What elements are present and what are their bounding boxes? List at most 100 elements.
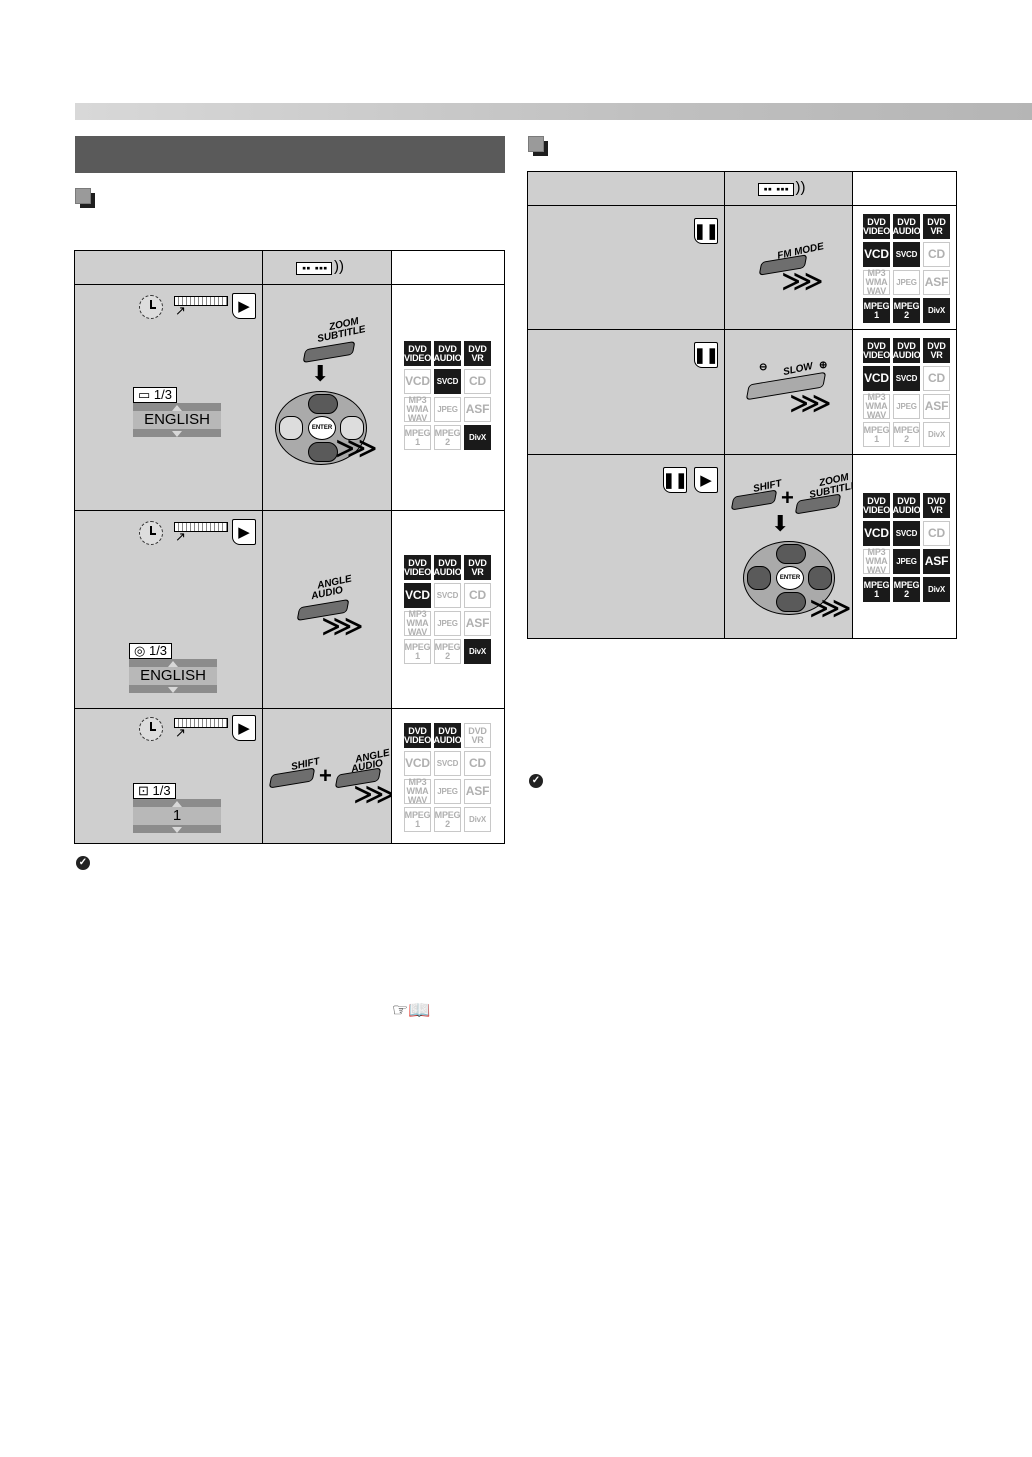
- badge-text: VR: [930, 504, 943, 515]
- enter-button[interactable]: ENTER: [308, 416, 336, 440]
- shift-button[interactable]: [730, 489, 778, 511]
- badge-text: MP3: [867, 268, 886, 278]
- disc-badge-asf: ASF: [464, 397, 491, 422]
- badge-text: ASF: [924, 399, 949, 413]
- up-key[interactable]: [776, 544, 806, 564]
- badge-text: JPEG: [896, 401, 917, 411]
- square-marker-icon: [75, 188, 97, 210]
- badge-text: VCD: [405, 588, 430, 602]
- badge-text: MP3: [867, 392, 886, 402]
- table-row-subtitle: ↗ ▶ ▭ 1/3 ENGLISH: [74, 284, 263, 511]
- shift-button[interactable]: [268, 767, 316, 789]
- osd-selector: 1: [133, 799, 221, 833]
- badge-text: DVD: [438, 343, 457, 354]
- badge-text: SVCD: [436, 590, 459, 600]
- left-key[interactable]: [279, 416, 303, 440]
- clock-icon: [139, 717, 163, 741]
- down-key[interactable]: [776, 592, 806, 612]
- down-arrow-icon: [172, 827, 182, 833]
- osd-value: ENGLISH: [129, 667, 217, 685]
- badge-text: MPEG: [863, 424, 890, 435]
- badge-text: VR: [471, 734, 484, 745]
- progress-bar-icon: [174, 522, 228, 532]
- badge-text: JPEG: [437, 786, 458, 796]
- badge-text: CD: [928, 526, 945, 540]
- press-hand-icon: ⋙: [781, 265, 824, 298]
- header-cell-discs: [391, 250, 505, 285]
- disc-badge-vcd: VCD: [863, 242, 890, 267]
- header-cell-discs: [852, 171, 957, 206]
- up-arrow-icon: [172, 801, 182, 807]
- badge-text: AUDIO: [433, 566, 462, 577]
- badge-text: AUDIO: [433, 734, 462, 745]
- disc-badge-jpeg: JPEG: [434, 611, 461, 636]
- subtitle-button[interactable]: [794, 493, 842, 515]
- badge-text: AUDIO: [892, 225, 921, 236]
- disc-badge-vcd: VCD: [863, 366, 890, 391]
- disc-badge-vcd: VCD: [404, 369, 431, 394]
- badge-text: 1: [415, 650, 420, 661]
- disc-badge-svcd: SVCD: [434, 583, 461, 608]
- down-arrow-icon: ⬇: [311, 361, 330, 386]
- header-cell-operation: [74, 250, 263, 285]
- badge-text: MPEG: [404, 809, 431, 820]
- badge-text: MP3: [408, 777, 427, 787]
- badge-text: WMA: [865, 277, 888, 287]
- down-key[interactable]: [308, 442, 338, 462]
- right-key[interactable]: [808, 566, 832, 590]
- badge-text: 1: [415, 818, 420, 829]
- badge-text: MPEG: [863, 579, 890, 590]
- pause-icon: ❚❚: [693, 342, 719, 368]
- up-key[interactable]: [308, 394, 338, 414]
- badge-text: DVD: [927, 495, 946, 506]
- right-key[interactable]: [340, 416, 364, 440]
- cursor-pad[interactable]: ENTER: [275, 391, 367, 465]
- badge-text: AUDIO: [892, 504, 921, 515]
- subtitle-icon: ▭: [138, 387, 151, 402]
- badge-text: VR: [471, 566, 484, 577]
- left-key[interactable]: [747, 566, 771, 590]
- badge-text: VR: [471, 352, 484, 363]
- badge-text: DVD: [897, 340, 916, 351]
- cursor-pad[interactable]: ENTER: [743, 541, 835, 615]
- remote-cell-audio: ANGLE AUDIO ⋙: [262, 510, 392, 709]
- badge-text: VCD: [405, 756, 430, 770]
- badge-text: WAV: [407, 627, 428, 637]
- badge-text: DVD: [438, 725, 457, 736]
- badge-text: MPEG: [893, 579, 920, 590]
- left-function-table: ▪▪ ▪▪▪ )) ↗ ▶ ▭ 1/3 ENGLISH ZOOM SUBTITL…: [74, 250, 505, 844]
- press-hand-icon: ⋙: [321, 610, 364, 643]
- badge-text: 1: [415, 436, 420, 447]
- remote-cell-subtitle: ZOOM SUBTITLE ⬇ ENTER ⋙: [262, 284, 392, 511]
- badge-text: VCD: [405, 374, 430, 388]
- badge-text: MPEG: [434, 641, 461, 652]
- header-cell-remote: ▪▪ ▪▪▪ )): [724, 171, 853, 206]
- osd-selector: ENGLISH: [129, 659, 217, 693]
- badge-text: MPEG: [434, 427, 461, 438]
- badge-text: 1: [874, 309, 879, 320]
- badge-text: WAV: [866, 565, 887, 575]
- subtitle-button[interactable]: [302, 340, 356, 364]
- badge-text: VIDEO: [863, 225, 891, 236]
- enter-button[interactable]: ENTER: [776, 566, 804, 590]
- disc-badge-svcd: SVCD: [434, 369, 461, 394]
